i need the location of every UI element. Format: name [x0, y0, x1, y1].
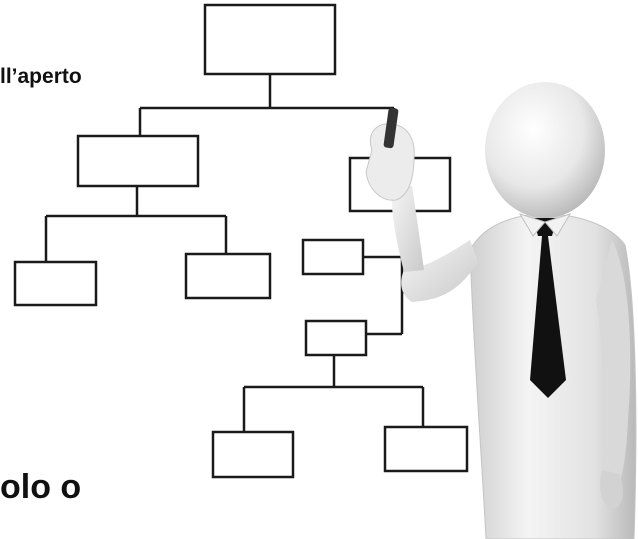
org-box-left-manager	[76, 134, 200, 188]
figure-collar	[518, 213, 572, 237]
org-box-sub-manager	[304, 319, 368, 357]
text-fragment-top: )	[0, 0, 1, 9]
figure-right-arm	[596, 240, 631, 490]
figure-raised-forearm	[401, 240, 478, 302]
figure-head	[485, 82, 605, 218]
marker-pen	[383, 107, 399, 149]
org-box-left-leaf-a	[13, 260, 98, 307]
figure-right-hand	[600, 470, 623, 509]
org-box-root	[203, 3, 337, 76]
org-box-sub-leaf-b	[383, 425, 469, 473]
org-box-side	[301, 238, 365, 276]
presenter-figure	[365, 82, 637, 539]
org-box-left-leaf-b	[184, 252, 272, 300]
figure-raised-upper-arm	[391, 186, 424, 272]
figure-tie	[530, 218, 566, 398]
org-box-sub-leaf-a	[211, 430, 295, 479]
figure-hand	[365, 123, 415, 201]
text-fragment-bottom: olo o	[0, 468, 82, 506]
text-fragment-aperto: ll’aperto	[0, 65, 82, 88]
